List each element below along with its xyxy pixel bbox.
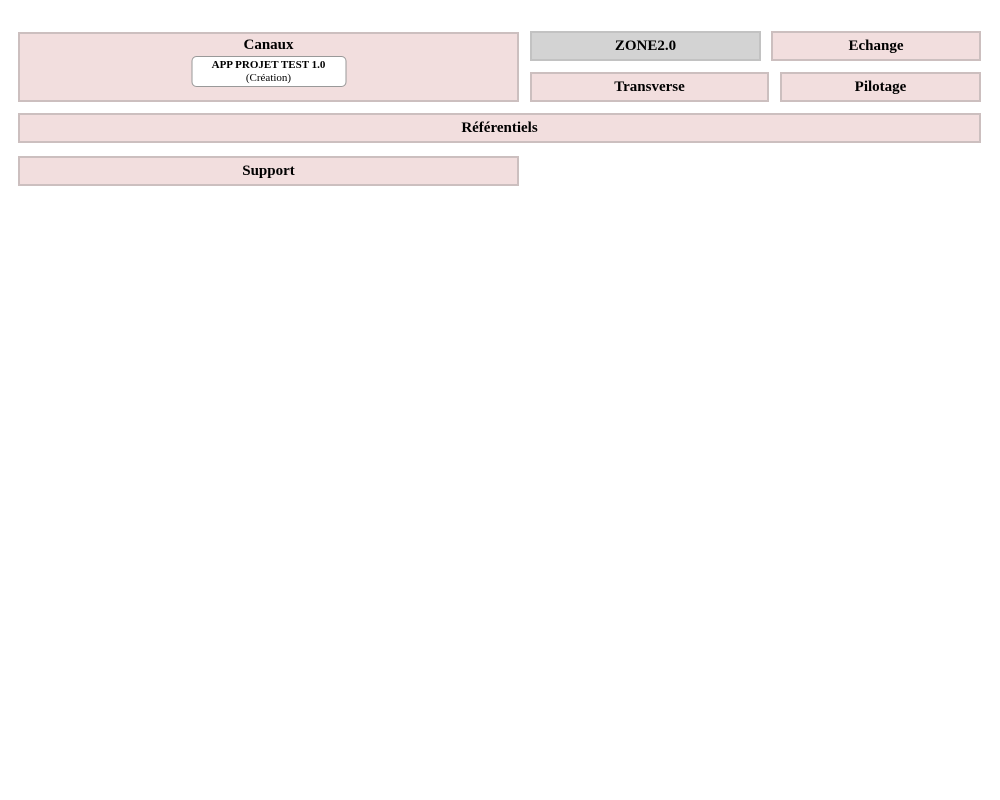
zone-pilotage-label: Pilotage (854, 78, 907, 95)
zone-echange[interactable]: Echange (771, 31, 981, 61)
app-node-name: APP PROJET TEST 1.0 (211, 59, 326, 71)
zone-support[interactable]: Support (18, 156, 519, 186)
zone-echange-label: Echange (848, 37, 904, 54)
zone-referentiels-label: Référentiels (461, 119, 538, 136)
app-node-projet-test[interactable]: APP PROJET TEST 1.0 (Création) (191, 56, 346, 87)
zone-canaux[interactable]: Canaux APP PROJET TEST 1.0 (Création) (18, 32, 519, 102)
zone-transverse-label: Transverse (614, 78, 685, 95)
app-node-status: (Création) (245, 71, 292, 84)
zone-transverse[interactable]: Transverse (530, 72, 769, 102)
zone-referentiels[interactable]: Référentiels (18, 113, 981, 143)
zone-zone20-label: ZONE2.0 (614, 37, 677, 54)
zone-canaux-label: Canaux (243, 37, 294, 53)
zone-support-label: Support (242, 162, 295, 179)
zone-pilotage[interactable]: Pilotage (780, 72, 981, 102)
zone-zone20[interactable]: ZONE2.0 (530, 31, 761, 61)
